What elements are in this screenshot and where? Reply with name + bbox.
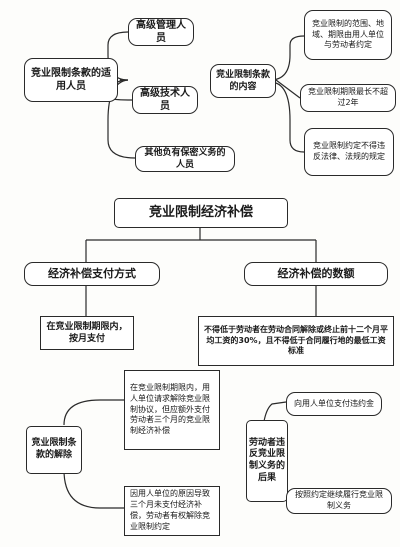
- violation-consequence-root: 劳动者违反竞业限制义务的后果: [246, 420, 288, 502]
- max-period-node: 竞业限制期限最长不超过2年: [300, 84, 396, 112]
- clause-content-root: 竞业限制条款的内容: [210, 64, 276, 98]
- clause-termination-root: 竞业限制条款的解除: [26, 426, 82, 474]
- pay-penalty-box: 向用人单位支付违约金: [286, 392, 382, 416]
- scope-agreement-node: 竞业限制的范围、地域、期限由用人单位与劳动者约定: [304, 10, 392, 60]
- senior-technical-node: 高级技术人员: [132, 86, 198, 114]
- continue-obligation-box: 按照约定继续履行竞业限制义务: [286, 488, 392, 514]
- employee-termination-box: 因用人单位的原因导致三个月未支付经济补偿，劳动者有权解除竞业限制约定: [124, 486, 220, 536]
- amount-detail-box: 不得低于劳动者在劳动合同解除或终止前十二个月平均工资的30%，且不得低于合同履行…: [198, 316, 394, 366]
- senior-management-node: 高级管理人员: [128, 18, 194, 46]
- applicable-persons-root: 竞业限制条款的适用人员: [24, 58, 118, 102]
- payment-detail-box: 在竞业限制期限内，按月支付: [40, 316, 134, 350]
- employer-termination-box: 在竞业限制期限内，用人单位请求解除竞业限制协议，但应额外支付劳动者三个月的竞业限…: [124, 370, 220, 450]
- compensation-title: 竞业限制经济补偿: [114, 198, 288, 228]
- confidential-duty-node: 其他负有保密义务的人员: [135, 146, 235, 172]
- payment-method-node: 经济补偿支付方式: [24, 262, 160, 286]
- law-compliance-node: 竞业限制约定不得违反法律、法规的规定: [304, 128, 394, 176]
- compensation-amount-node: 经济补偿的数额: [244, 262, 388, 286]
